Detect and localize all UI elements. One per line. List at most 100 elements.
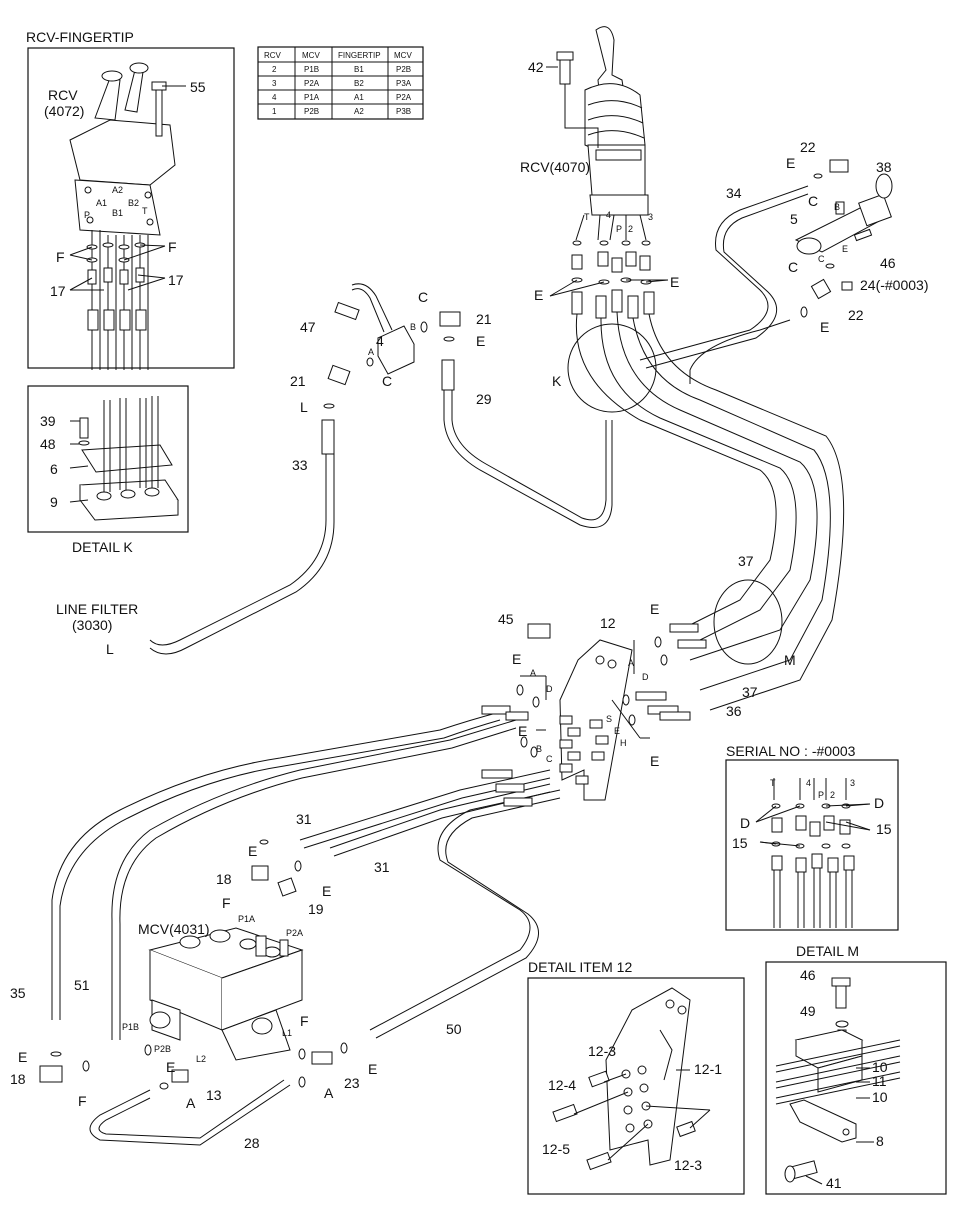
svg-text:P1A: P1A: [304, 93, 320, 102]
mcv-4031-drawing: [39, 839, 348, 1090]
callout-e-mcv-top: E: [248, 843, 257, 859]
svg-text:H: H: [620, 738, 627, 748]
svg-text:B2: B2: [128, 198, 139, 208]
callout-46-m: 46: [800, 967, 816, 983]
callout-38: 38: [876, 159, 892, 175]
title-rcv-fingertip: RCV-FINGERTIP: [26, 29, 134, 45]
svg-text:P: P: [616, 224, 622, 234]
callout-41: 41: [826, 1175, 842, 1191]
callout-6: 6: [50, 461, 58, 477]
callout-21-right: 21: [476, 311, 492, 327]
svg-text:2: 2: [272, 65, 277, 74]
detail-k-drawing: [69, 396, 179, 521]
callout-42: 42: [528, 59, 544, 75]
callout-22-top: 22: [800, 139, 816, 155]
callout-17-right: 17: [168, 272, 184, 288]
callout-13: 13: [206, 1087, 222, 1103]
svg-text:B: B: [536, 744, 542, 754]
callout-f-right: F: [168, 239, 177, 255]
svg-text:P: P: [84, 210, 90, 220]
callout-49: 49: [800, 1003, 816, 1019]
title-detail-m: DETAIL M: [796, 943, 859, 959]
callout-23: 23: [344, 1075, 360, 1091]
svg-text:P1B: P1B: [122, 1022, 139, 1032]
svg-text:P1A: P1A: [238, 914, 255, 924]
svg-text:4: 4: [606, 210, 611, 220]
svg-text:3: 3: [850, 778, 855, 788]
svg-text:E: E: [614, 726, 620, 736]
svg-text:P2B: P2B: [154, 1044, 171, 1054]
callout-e-sv-top: E: [786, 155, 795, 171]
callout-22-bottom: 22: [848, 307, 864, 323]
rcv-4070-drawing: [549, 26, 669, 319]
svg-text:T: T: [584, 212, 590, 222]
svg-text:T: T: [142, 206, 148, 216]
callout-24: 24(-#0003): [860, 277, 929, 293]
svg-text:B1: B1: [354, 65, 364, 74]
svg-text:MCV: MCV: [302, 51, 320, 60]
callout-12-3-top: 12-3: [588, 1043, 616, 1059]
svg-text:A1: A1: [96, 198, 107, 208]
callout-31-top: 31: [296, 811, 312, 827]
svg-text:L2: L2: [196, 1054, 206, 1064]
callout-c-v4-bottom: C: [382, 373, 392, 389]
port-table: RCV MCV FINGERTIP MCV 2 P1B B1 P2B 3 P2A…: [257, 46, 424, 120]
svg-text:P2B: P2B: [396, 65, 411, 74]
callout-19: 19: [308, 901, 324, 917]
callout-e-br-left: E: [512, 651, 521, 667]
callout-39: 39: [40, 413, 56, 429]
svg-text:B2: B2: [354, 79, 364, 88]
inset-detail-k: [27, 385, 189, 533]
label-rcv-4070: RCV(4070): [520, 159, 590, 175]
callout-f-mcv-top: F: [222, 895, 231, 911]
callout-l-top: L: [300, 399, 308, 415]
label-rcv-4072-code: (4072): [44, 103, 84, 119]
inset-detail-item-12: [527, 977, 745, 1195]
svg-text:P3A: P3A: [396, 79, 412, 88]
callout-e-br-top: E: [650, 601, 659, 617]
label-rcv-4072: RCV: [48, 87, 78, 103]
callout-31-bottom: 31: [374, 859, 390, 875]
callout-e-br-right: E: [650, 753, 659, 769]
callout-21-left: 21: [290, 373, 306, 389]
callout-15-right: 15: [876, 821, 892, 837]
callout-f-mcv-left: F: [78, 1093, 87, 1109]
callout-4: 4: [376, 333, 384, 349]
callout-a-left: A: [186, 1095, 196, 1111]
callout-35: 35: [10, 985, 26, 1001]
detail-item-12-drawing: [552, 987, 711, 1171]
svg-text:D: D: [642, 672, 649, 682]
detail-m-drawing: [775, 977, 901, 1183]
callout-8: 8: [876, 1133, 884, 1149]
svg-text:P2A: P2A: [286, 928, 303, 938]
callout-c-v4-top: C: [418, 289, 428, 305]
label-line-filter: LINE FILTER: [56, 601, 138, 617]
bracket-12-drawing: [481, 623, 707, 807]
callout-e-23: E: [368, 1061, 377, 1077]
svg-text:A2: A2: [112, 185, 123, 195]
svg-text:S: S: [606, 714, 612, 724]
svg-text:A: A: [368, 347, 374, 357]
callout-l-bottom: L: [106, 641, 114, 657]
svg-text:MCV: MCV: [394, 51, 412, 60]
callout-5: 5: [790, 211, 798, 227]
callout-15-left: 15: [732, 835, 748, 851]
callout-55: 55: [190, 79, 206, 95]
svg-text:E: E: [842, 244, 848, 254]
svg-text:P2A: P2A: [304, 79, 320, 88]
callout-e-v4: E: [476, 333, 485, 349]
svg-text:B: B: [834, 202, 840, 212]
svg-text:A: A: [530, 668, 536, 678]
callout-10-bottom: 10: [872, 1089, 888, 1105]
callout-46-sv: 46: [880, 255, 896, 271]
hose-lines: [51, 185, 845, 1146]
svg-text:T: T: [770, 778, 776, 788]
callout-18-top: 18: [216, 871, 232, 887]
callout-34: 34: [726, 185, 742, 201]
svg-text:4: 4: [806, 778, 811, 788]
svg-text:C: C: [818, 254, 825, 264]
svg-text:P1B: P1B: [304, 65, 319, 74]
svg-text:3: 3: [272, 79, 277, 88]
callout-12-3-bottom: 12-3: [674, 1157, 702, 1173]
callout-10-top: 10: [872, 1059, 888, 1075]
